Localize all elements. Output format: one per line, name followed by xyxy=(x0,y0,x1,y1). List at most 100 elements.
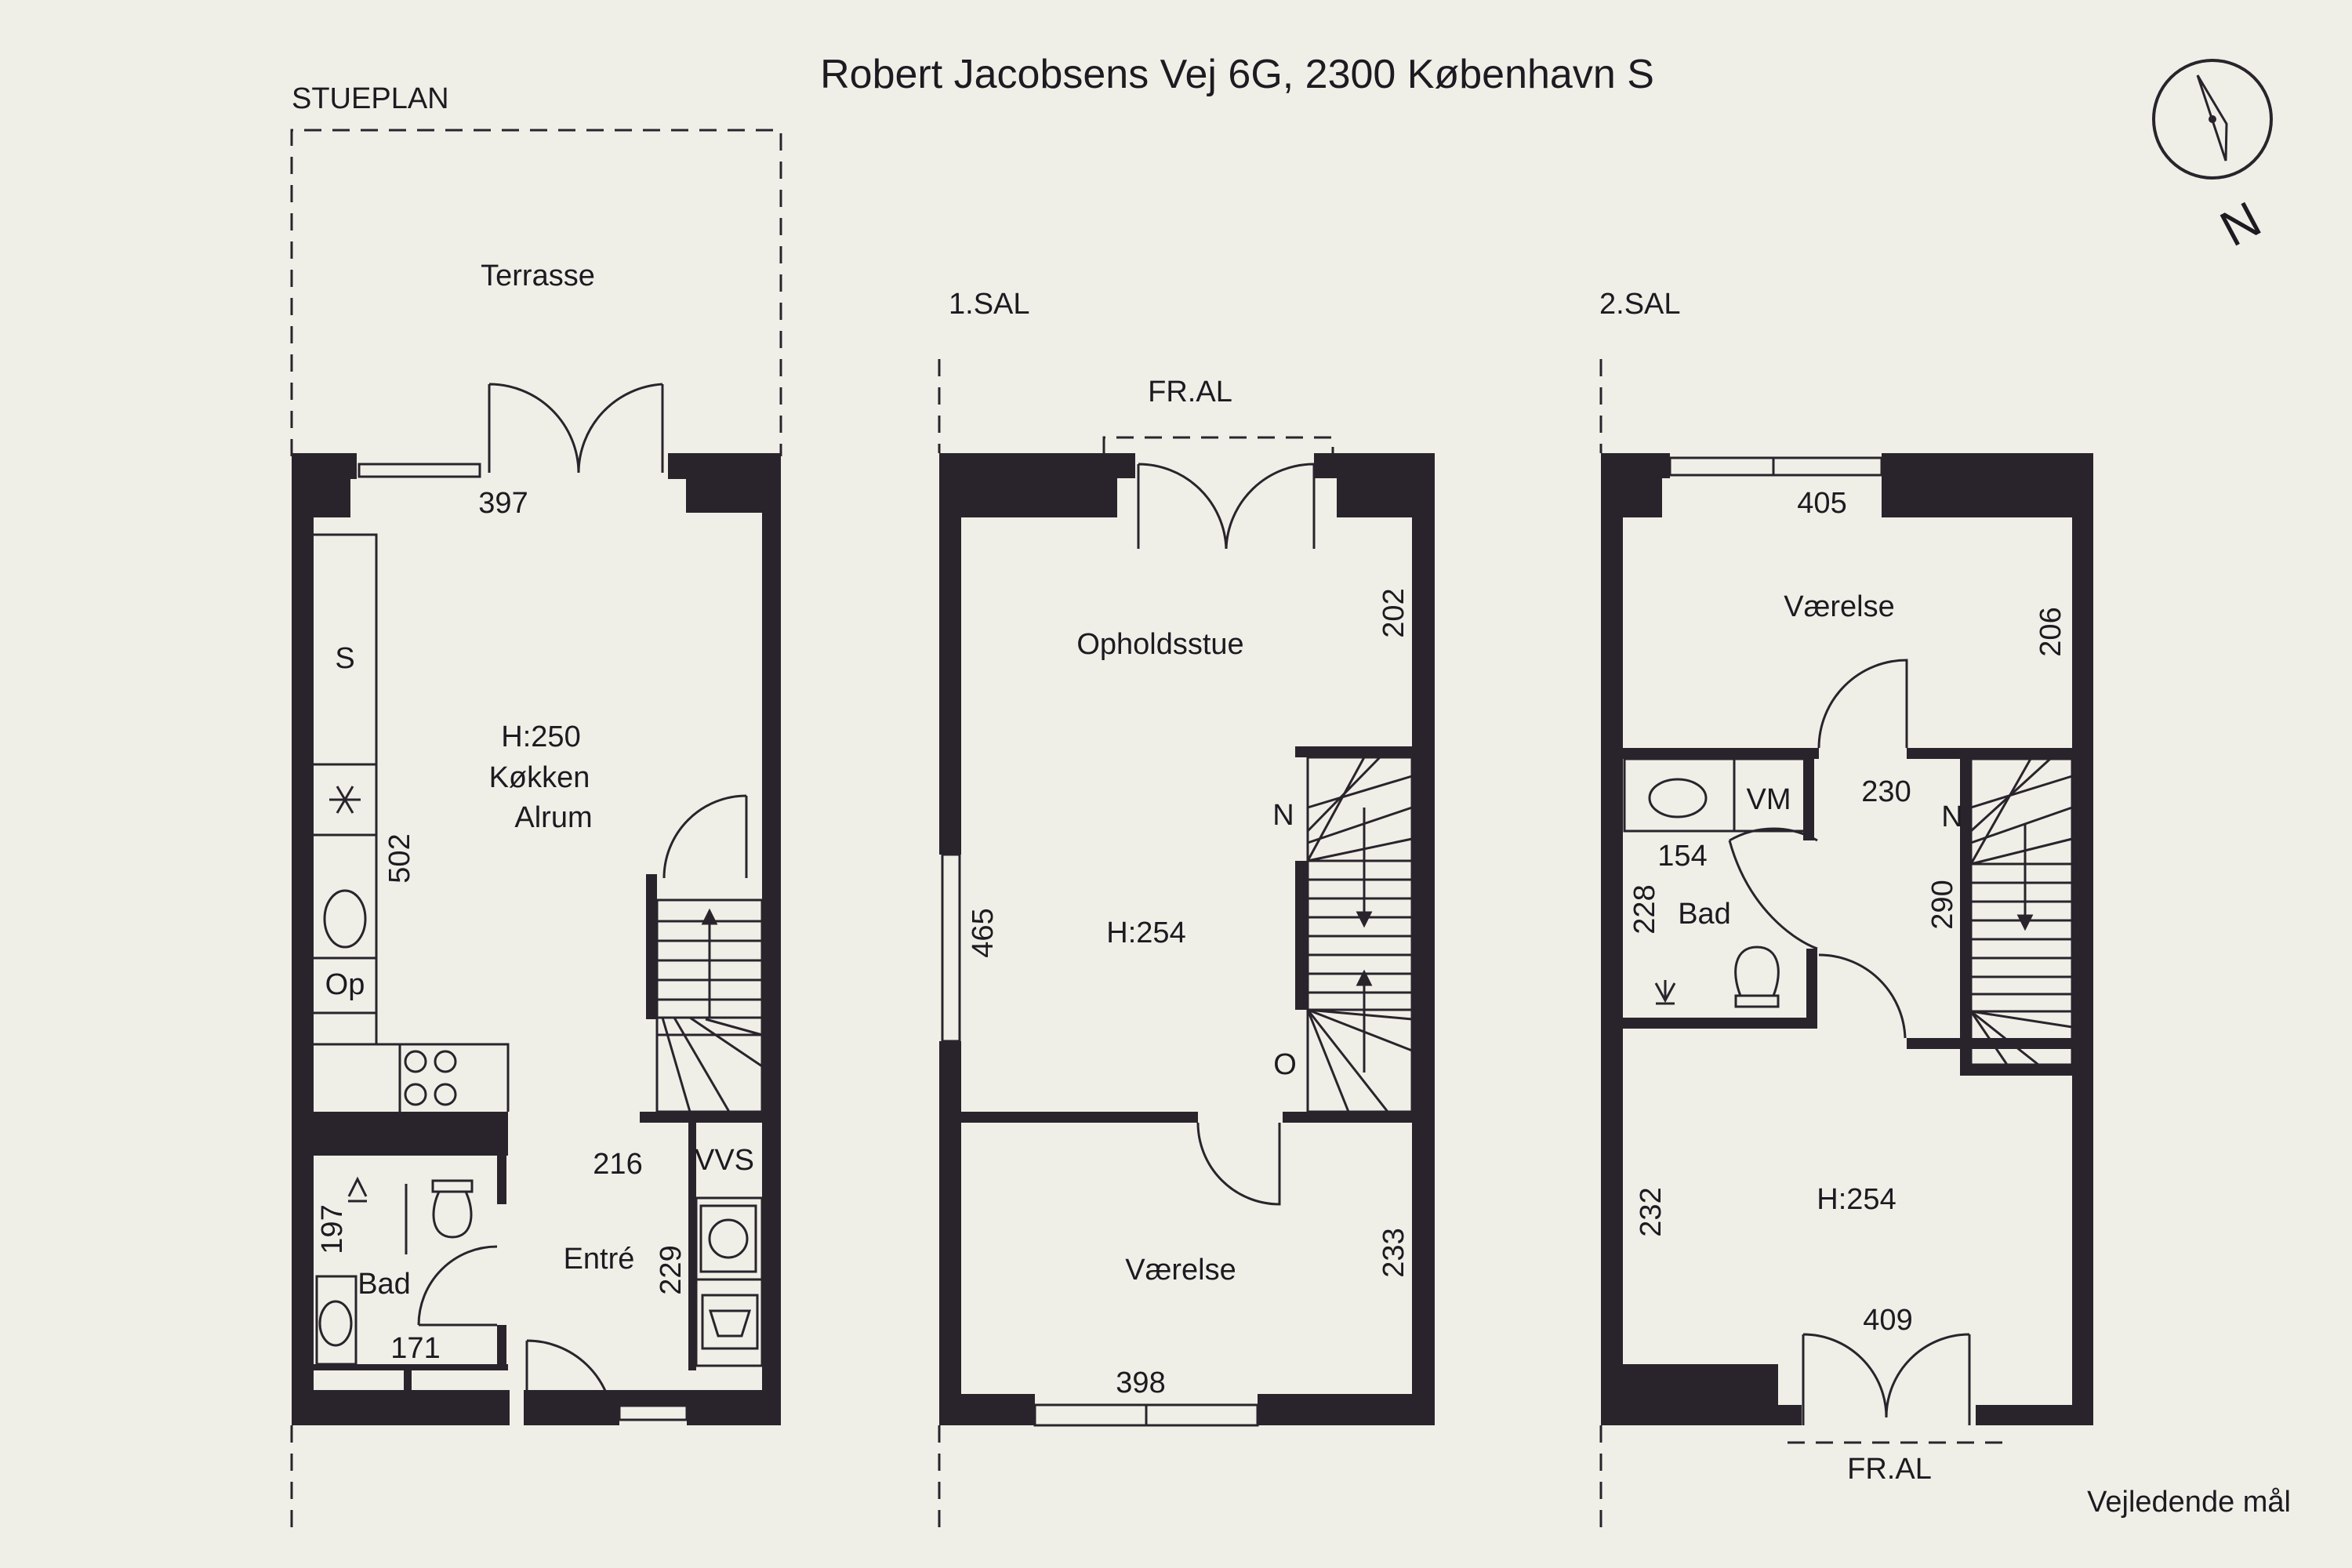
ground-stairs xyxy=(655,898,764,1113)
second-wall-h1 xyxy=(1623,748,1819,759)
first-stair-down: N xyxy=(1272,799,1294,832)
bath-door[interactable] xyxy=(417,1245,498,1327)
address-title: Robert Jacobsens Vej 6G, 2300 København … xyxy=(820,52,1654,97)
first-bottom-dim: 398 xyxy=(1116,1367,1165,1399)
first-right-top-dim: 202 xyxy=(1377,588,1410,637)
second-wall-stair-bottom xyxy=(1960,1065,2072,1076)
utility-cabinet xyxy=(695,1196,764,1367)
first-balcony-outline xyxy=(1102,436,1334,453)
bath-sink-icon xyxy=(318,1300,353,1347)
first-left-dim: 465 xyxy=(967,908,1000,957)
second-left-bottom-dim: 232 xyxy=(1635,1187,1668,1236)
second-lower-door[interactable] xyxy=(1818,953,1907,1039)
ground-height: H:250 xyxy=(501,720,580,753)
second-wall-bath-right xyxy=(1806,949,1817,1027)
hall-label: Entré xyxy=(564,1243,635,1276)
first-balcony-door-right[interactable] xyxy=(1225,463,1316,550)
second-window-top[interactable] xyxy=(1668,456,1883,477)
compass: N xyxy=(2152,59,2273,257)
terrace-outline xyxy=(290,129,782,456)
fridge-label: S xyxy=(335,642,354,675)
second-room-top-label: Værelse xyxy=(1784,590,1895,623)
utility-label: VVS xyxy=(695,1144,754,1177)
second-bottom-dim: 409 xyxy=(1863,1304,1912,1337)
second-wall-v2 xyxy=(1960,759,1971,1076)
second-bath-label: Bad xyxy=(1678,898,1731,931)
ground-top-dim: 397 xyxy=(478,487,528,520)
stair-wall-left xyxy=(646,874,657,1019)
bath-wall-right xyxy=(497,1156,506,1204)
freezer-icon xyxy=(329,786,361,814)
terrace-label: Terrasse xyxy=(481,260,595,292)
second-balcony-door-right[interactable] xyxy=(1885,1333,1971,1425)
compass-pivot xyxy=(2209,115,2216,123)
second-floor: 2.SAL FR.AL VM xyxy=(1599,288,2093,1527)
ground-floor: STUEPLAN Terrasse S Op xyxy=(290,82,782,1527)
first-right-bottom-dim: 233 xyxy=(1377,1228,1410,1277)
stair-wall-bottom xyxy=(640,1112,762,1123)
washer-drum-icon xyxy=(708,1218,749,1259)
first-room-wall-right xyxy=(1283,1112,1412,1123)
second-bath-height-dim: 228 xyxy=(1628,884,1661,934)
utility-wall-left xyxy=(688,1121,696,1370)
second-balcony-label: FR.AL xyxy=(1847,1453,1932,1486)
first-room-label: Værelse xyxy=(1125,1254,1236,1287)
ground-left-dim: 502 xyxy=(383,833,416,883)
kitchen-counter xyxy=(314,533,510,1112)
first-stairs xyxy=(1306,756,1414,1113)
hall-dim: 216 xyxy=(593,1148,642,1181)
toilet-icon xyxy=(431,1179,474,1239)
dishwasher-label: Op xyxy=(325,968,365,1001)
second-balcony-door-left[interactable] xyxy=(1802,1333,1888,1425)
washer-icon xyxy=(699,1204,757,1273)
first-stair-wall-left xyxy=(1295,861,1308,1010)
first-stair-wall xyxy=(1295,746,1412,757)
first-stair-up: O xyxy=(1273,1048,1297,1081)
kitchen-label: Køkken xyxy=(489,761,590,794)
bath-wall-bottom xyxy=(314,1364,508,1370)
second-sink-icon xyxy=(1648,778,1708,818)
first-room-door[interactable] xyxy=(1196,1122,1281,1206)
bath-counter xyxy=(1623,757,1808,833)
second-right-top-dim: 206 xyxy=(2034,607,2067,656)
bath-wall-top xyxy=(314,1112,508,1156)
ground-bath-height-dim: 197 xyxy=(316,1204,349,1254)
second-shower-drain-icon xyxy=(1654,980,1676,1005)
entry-door[interactable] xyxy=(525,1339,615,1424)
alrum-label: Alrum xyxy=(514,801,592,834)
first-height: H:254 xyxy=(1106,916,1185,949)
first-window-left[interactable] xyxy=(941,853,961,1043)
first-room-wall xyxy=(961,1112,1198,1123)
compass-circle xyxy=(2152,59,2273,180)
second-stair-dim: 290 xyxy=(1926,880,1959,929)
bath-vanity xyxy=(315,1275,358,1366)
second-floor-title: 2.SAL xyxy=(1599,288,1681,321)
terrace-door-right-leaf[interactable] xyxy=(577,383,664,474)
second-wall-h2 xyxy=(1907,748,2072,759)
ground-window-top[interactable] xyxy=(358,463,481,478)
ground-bath-label: Bad xyxy=(358,1268,411,1301)
terrace-door-left-leaf[interactable] xyxy=(488,383,580,474)
first-floor-title: 1.SAL xyxy=(949,288,1030,321)
first-living-label: Opholdsstue xyxy=(1076,628,1243,661)
entry-window[interactable] xyxy=(618,1404,688,1421)
ground-floor-title: STUEPLAN xyxy=(292,82,449,115)
ground-bath-width-dim: 171 xyxy=(390,1332,440,1365)
first-balcony-door-left[interactable] xyxy=(1137,463,1228,550)
second-stairs xyxy=(1969,757,2074,1066)
hall-side-dim: 229 xyxy=(655,1245,688,1294)
kitchen-sink-icon xyxy=(323,889,367,949)
guide-note: Vejledende mål xyxy=(2087,1486,2291,1519)
stair-door[interactable] xyxy=(662,794,748,879)
second-wall-h4 xyxy=(1907,1038,2072,1049)
second-height: H:254 xyxy=(1817,1183,1896,1216)
second-toilet-icon xyxy=(1734,946,1780,1008)
second-hall-dim: 230 xyxy=(1861,775,1911,808)
second-top-dim: 405 xyxy=(1797,487,1846,520)
second-bath-door[interactable] xyxy=(1728,827,1818,950)
dryer-icon xyxy=(701,1294,759,1350)
second-bath-width-dim: 154 xyxy=(1657,840,1707,873)
compass-north-label: N xyxy=(2211,191,2270,257)
second-room-door[interactable] xyxy=(1817,659,1908,749)
